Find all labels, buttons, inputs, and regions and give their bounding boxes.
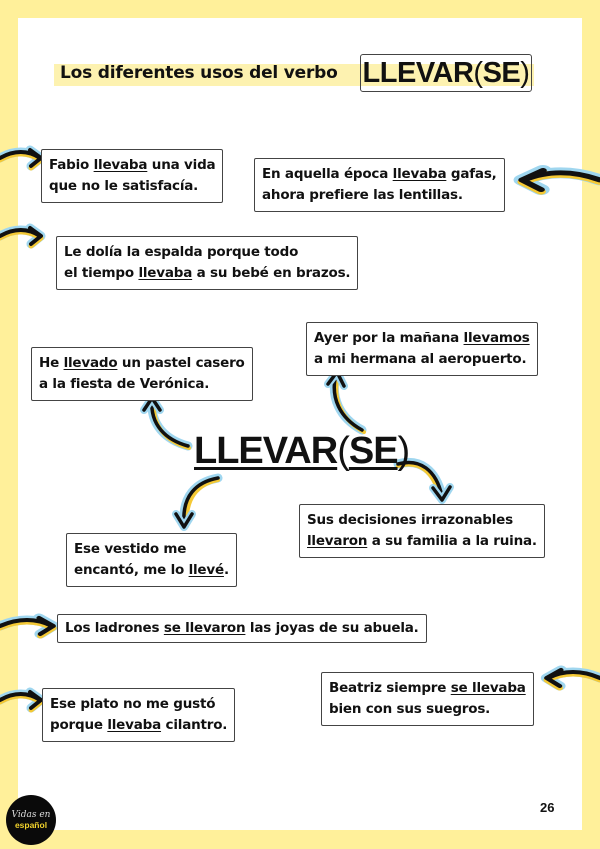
sentence-card-ayer: Ayer por la mañana llevamos a mi hermana… xyxy=(306,322,538,376)
arrow-icon-plato xyxy=(0,692,41,710)
sentence-card-espalda: Le dolía la espalda porque todo el tiemp… xyxy=(56,236,359,290)
central-verb-root: LLEVAR xyxy=(194,430,338,472)
text: En aquella época xyxy=(262,166,393,182)
text: Los ladrones xyxy=(65,620,164,636)
sentence-card-plato: Ese plato no me gustó porque llevaba cil… xyxy=(42,688,236,742)
text: a su bebé en brazos. xyxy=(192,265,351,281)
sentence-card-epoca: En aquella época llevaba gafas, ahora pr… xyxy=(254,158,505,212)
verb-highlight: llevaba xyxy=(392,166,447,182)
text: Sus decisiones irrazonables xyxy=(307,512,513,528)
arrow-icon-epoca xyxy=(522,170,600,191)
verb-highlight: llevaba xyxy=(93,157,148,173)
text: una vida xyxy=(147,157,216,173)
central-verb: LLEVAR(SE) xyxy=(194,430,411,473)
verb-highlight: llevamos xyxy=(463,330,530,346)
arrow-icon-espalda xyxy=(0,228,41,246)
sentence-card-beatriz: Beatriz siempre se llevaba bien con sus … xyxy=(321,672,534,726)
verb-highlight: se llevaron xyxy=(163,620,246,636)
arrow-icon-fabio xyxy=(0,150,41,168)
title-paren-open: ( xyxy=(473,56,483,89)
sentence-card-fabio: Fabio llevaba una vida que no le satisfa… xyxy=(41,149,224,203)
verb-highlight: llevado xyxy=(63,355,118,371)
text: Ese vestido me xyxy=(74,541,187,557)
verb-highlight: se llevaba xyxy=(450,680,526,696)
text: . xyxy=(223,562,229,578)
text: un pastel casero xyxy=(117,355,245,371)
logo-line1: Vidas en xyxy=(11,810,51,820)
arrow-icon-beatriz xyxy=(547,670,600,688)
title-verb-box: LLEVAR(SE) xyxy=(360,54,532,92)
verb-highlight: llevaba xyxy=(107,717,162,733)
arrow-icon-to-vestido xyxy=(172,473,223,531)
title-verb: LLEVAR xyxy=(362,56,474,89)
text: Beatriz siempre xyxy=(329,680,451,696)
arrow-icon-ladrones xyxy=(0,618,53,636)
text: porque xyxy=(50,717,108,733)
text: Le dolía la espalda porque todo xyxy=(64,244,299,260)
brand-logo: Vidas en español xyxy=(6,795,56,845)
arrow-icon-to-ayer xyxy=(324,368,367,435)
sentence-card-decisiones: Sus decisiones irrazonables llevaron a s… xyxy=(299,504,545,558)
verb-highlight: llevaba xyxy=(138,265,193,281)
text: a su familia a la ruina. xyxy=(367,533,537,549)
logo-line2: español xyxy=(14,820,48,830)
text: Ese plato no me gustó xyxy=(50,696,216,712)
text: Ayer por la mañana xyxy=(314,330,464,346)
text: las joyas de su abuela. xyxy=(245,620,419,636)
title-highlight xyxy=(54,64,534,86)
title-prefix: Los diferentes usos del verbo xyxy=(60,63,338,83)
sentence-card-vestido: Ese vestido me encantó, me lo llevé. xyxy=(66,533,237,587)
text: a la fiesta de Verónica. xyxy=(39,376,210,392)
central-paren-open: ( xyxy=(337,430,350,472)
text: que no le satisfacía. xyxy=(49,178,199,194)
text: cilantro. xyxy=(161,717,228,733)
title-suffix: SE xyxy=(482,56,521,89)
arrow-icon-to-decisiones xyxy=(393,458,454,504)
text: ahora prefiere las lentillas. xyxy=(262,187,463,203)
verb-highlight: llevaron xyxy=(307,533,368,549)
text: gafas, xyxy=(446,166,497,182)
text: el tiempo xyxy=(64,265,139,281)
text: a mi hermana al aeropuerto. xyxy=(314,351,527,367)
central-paren-close: ) xyxy=(397,430,411,472)
text: bien con sus suegros. xyxy=(329,701,491,717)
sentence-card-pastel: He llevado un pastel casero a la fiesta … xyxy=(31,347,253,401)
text: encantó, me lo xyxy=(74,562,189,578)
verb-highlight: llevé xyxy=(188,562,225,578)
arrow-icon-to-pastel xyxy=(140,394,193,451)
central-verb-suffix: SE xyxy=(348,430,399,472)
sentence-card-ladrones: Los ladrones se llevaron las joyas de su… xyxy=(57,614,427,643)
text: He xyxy=(39,355,64,371)
title-paren-close: ) xyxy=(520,56,530,89)
text: Fabio xyxy=(49,157,94,173)
page-number: 26 xyxy=(540,800,555,815)
